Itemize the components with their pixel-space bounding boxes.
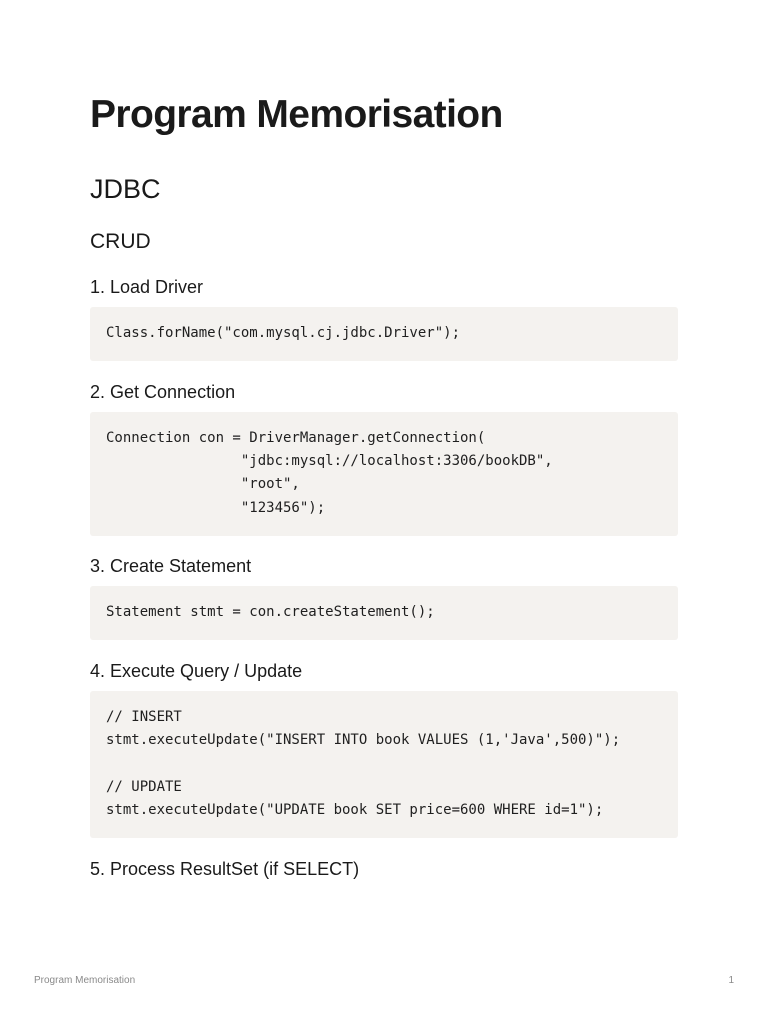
code-block-load-driver: Class.forName("com.mysql.cj.jdbc.Driver"… [90,307,678,361]
subsection-heading: CRUD [90,230,151,253]
step-heading-create-statement: 3. Create Statement [90,556,252,576]
footer-document-name: Program Memorisation [34,975,136,986]
page-title: Program Memorisation [90,93,503,136]
code-block-create-statement: Statement stmt = con.createStatement(); [90,586,678,640]
step-heading-load-driver: 1. Load Driver [90,277,204,297]
code-block-get-connection: Connection con = DriverManager.getConnec… [90,412,678,536]
step-heading-get-connection: 2. Get Connection [90,382,236,402]
step-heading-process-resultset: 5. Process ResultSet (if SELECT) [90,859,360,879]
section-heading: JDBC [90,174,161,204]
code-block-execute-query: // INSERT stmt.executeUpdate("INSERT INT… [90,691,678,838]
footer-page-number: 1 [728,975,734,986]
step-heading-execute-query: 4. Execute Query / Update [90,661,303,681]
